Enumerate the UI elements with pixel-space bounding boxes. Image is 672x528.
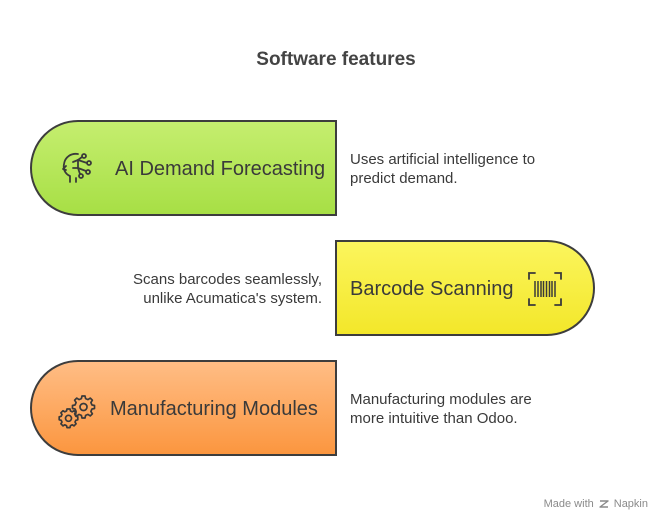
- feature-label: Manufacturing Modules: [110, 398, 318, 420]
- footer-prefix: Made with: [543, 498, 594, 510]
- ai-head-icon: [62, 152, 92, 183]
- feature-description: Scans barcodes seamlessly, unlike Acumat…: [133, 271, 322, 307]
- feature-pill-barcode-scanning: Barcode Scanning: [335, 240, 595, 336]
- feature-label: AI Demand Forecasting: [115, 158, 326, 180]
- made-with-napkin-footer: Made with Napkin: [544, 498, 648, 510]
- feature-label: Barcode Scanning: [350, 278, 514, 300]
- napkin-logo-icon: [599, 500, 609, 508]
- gears-icon: [58, 395, 96, 429]
- feature-description: Manufacturing modules are more intuitive…: [350, 391, 532, 427]
- footer-brand: Napkin: [613, 498, 648, 510]
- feature-pill-manufacturing-modules: Manufacturing Modules: [30, 360, 337, 456]
- feature-pill-ai-demand-forecasting: AI Demand Forecasting: [30, 120, 337, 216]
- barcode-icon: [528, 272, 562, 306]
- diagram-title: Software features: [256, 49, 416, 70]
- feature-description: Uses artificial intelligence to predict …: [350, 151, 536, 187]
